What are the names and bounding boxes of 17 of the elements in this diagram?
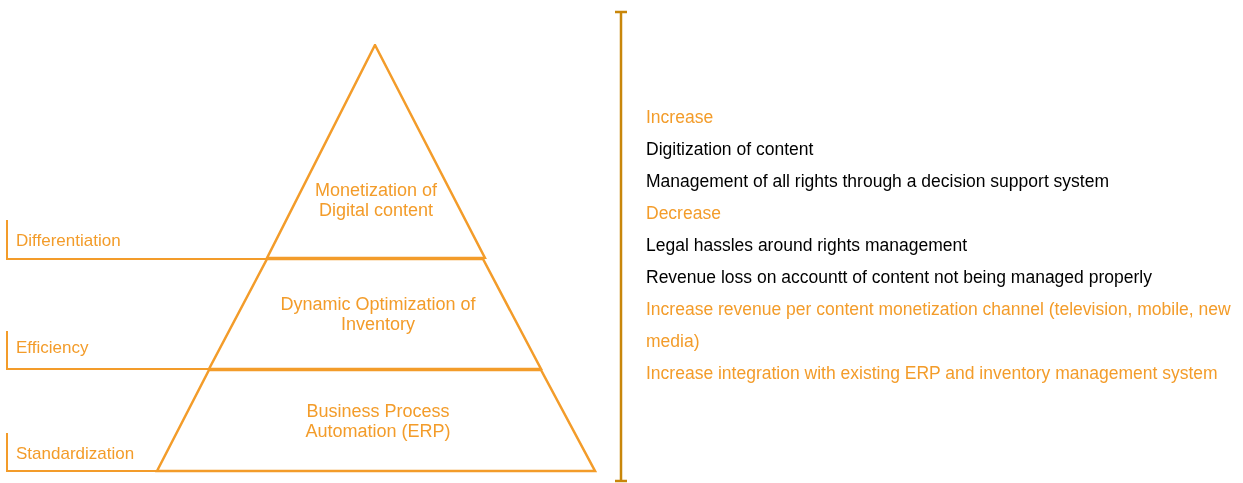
pyramid-section [207,258,543,370]
list-item: Revenue loss on accountt of content not being managed properly [646,266,1153,289]
section-label: Monetization of Digital content [313,180,439,220]
level-label: Differentiation [16,231,121,251]
section-label: Dynamic Optimization of Inventory [279,294,477,334]
goal-text: Increase integration with existing ERP and inventory management system [646,362,1219,385]
level-label: Standardization [16,444,135,464]
list-item: Legal hassles around rights management [646,234,969,257]
list-item: Digitization of content [646,138,815,161]
section-label: Business Process Automation (ERP) [304,401,452,441]
pyramid-section [155,369,597,473]
list-item: Management of all rights through a decision support system [646,170,1111,193]
goal-text: Increase [646,106,715,129]
pyramid-section [265,44,487,259]
level-label: Efficiency [16,338,89,358]
goal-text: Increase revenue per content monetization channel (television, mobile, new media) [646,298,1232,353]
goal-text: Decrease [646,202,722,225]
